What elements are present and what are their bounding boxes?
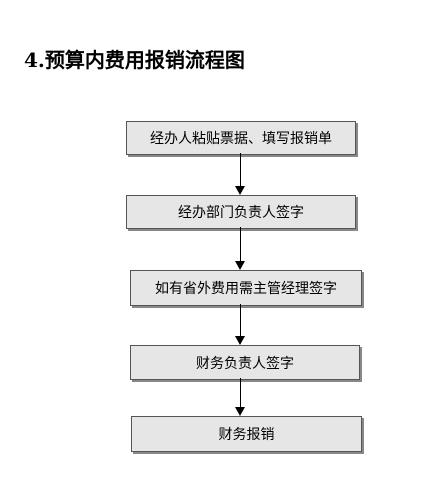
page-title: 4.预算内费用报销流程图: [24, 48, 245, 72]
flow-arrow-4: [235, 378, 246, 416]
flow-step-2: 经办部门负责人签字: [126, 195, 356, 229]
flow-arrow-2: [235, 227, 246, 270]
flow-step-1: 经办人粘贴票据、填写报销单: [126, 121, 356, 155]
flow-step-4: 财务负责人签字: [130, 345, 360, 380]
flow-arrow-3: [235, 304, 246, 345]
flow-step-5: 财务报销: [131, 416, 362, 452]
flow-step-3: 如有省外费用需主管经理签字: [130, 270, 362, 306]
flow-arrow-1: [235, 153, 246, 195]
